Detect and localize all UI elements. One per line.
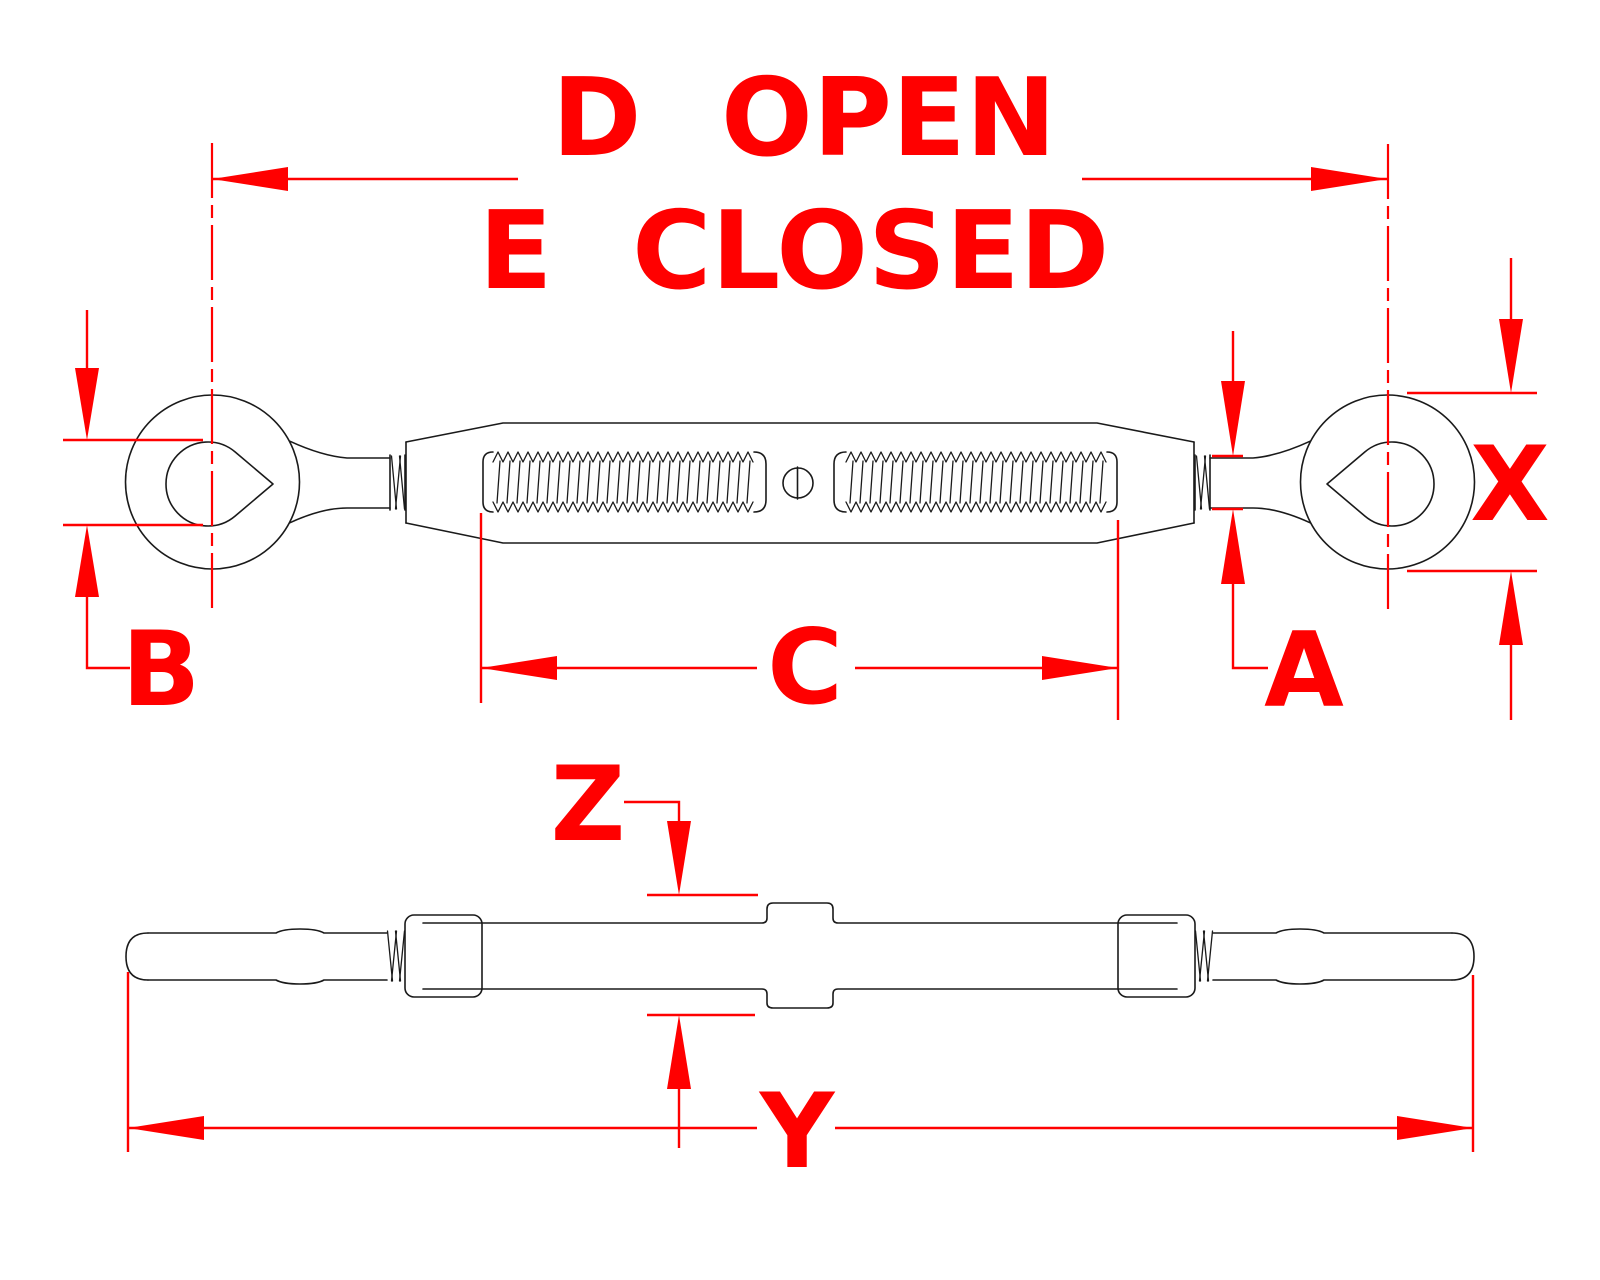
body-top-edge — [405, 422, 1195, 443]
front-right-threads — [1194, 930, 1214, 982]
front-right-collar — [1117, 914, 1196, 998]
y-extension-lines — [126, 972, 1475, 1152]
right-neck-bottom — [1209, 507, 1311, 524]
a-extension-ticks — [1212, 454, 1243, 511]
right-rod-end-cap — [833, 451, 847, 513]
b-extension-lines — [63, 438, 203, 527]
left-rod-threads — [492, 451, 754, 513]
b-leader-lines — [85, 310, 130, 670]
z-leader-lines — [624, 800, 681, 1148]
body-bottom-edge — [405, 522, 1195, 544]
dim-label-c: C — [767, 608, 843, 728]
body-end-faces — [405, 441, 1195, 524]
dim-label-e-closed: E CLOSED — [479, 189, 1110, 314]
left-stub — [389, 454, 406, 511]
x-extension-lines — [1407, 391, 1537, 573]
b-top-arrow — [75, 368, 99, 440]
left-rod-bore-cap — [482, 451, 494, 513]
dim-label-x: X — [1470, 425, 1549, 545]
z-top-arrow — [667, 821, 691, 895]
front-left-rod-cap — [125, 932, 149, 981]
c-extension-lines — [479, 513, 1120, 720]
d-e-right-arrow — [1311, 167, 1387, 191]
dimension-b: B — [63, 310, 203, 730]
front-right-rod-cap — [1451, 932, 1475, 981]
front-right-rod-top — [1212, 928, 1453, 934]
front-body-bottom — [422, 988, 1178, 1009]
dim-label-z: Z — [551, 745, 626, 865]
right-rod-bore-cap — [1106, 451, 1118, 513]
side-view — [124, 394, 1476, 570]
front-left-rod-bottom — [147, 979, 388, 985]
right-stub — [1194, 454, 1211, 511]
dim-label-d-open: D OPEN — [552, 56, 1056, 181]
front-left-threads — [386, 930, 406, 982]
dimension-z: Z — [551, 745, 758, 1148]
right-neck-top — [1209, 440, 1311, 459]
right-stub-threads — [1195, 455, 1211, 510]
left-neck-top — [289, 440, 391, 459]
a-leader-lines — [1231, 331, 1268, 670]
front-right-rod-bottom — [1212, 979, 1453, 985]
dimension-annotations: D OPEN E CLOSED B C A — [63, 56, 1550, 1192]
z-extension-lines — [647, 893, 758, 1017]
dimension-x: X — [1407, 258, 1550, 720]
y-right-arrow — [1397, 1116, 1473, 1140]
right-eye-opening — [1326, 441, 1435, 527]
left-stub-threads — [390, 455, 406, 510]
front-body-top — [422, 902, 1178, 924]
x-bottom-arrow — [1499, 571, 1523, 645]
b-bottom-arrow — [75, 525, 99, 597]
left-neck-bottom — [289, 507, 391, 524]
a-top-arrow — [1221, 381, 1245, 456]
dimension-d-e: D OPEN E CLOSED — [210, 56, 1390, 613]
z-bottom-arrow — [667, 1015, 691, 1089]
dimension-y: Y — [126, 972, 1475, 1192]
front-view — [125, 902, 1475, 1009]
c-right-arrow — [1042, 656, 1118, 680]
right-rod-threads — [845, 451, 1107, 513]
front-left-collar — [404, 914, 483, 998]
x-top-arrow — [1499, 319, 1523, 393]
dim-label-b: B — [122, 610, 201, 730]
dim-label-a: A — [1264, 611, 1344, 731]
y-left-arrow — [128, 1116, 204, 1140]
dimension-a: A — [1212, 331, 1344, 731]
dimension-c: C — [479, 513, 1120, 728]
dim-label-y: Y — [759, 1072, 836, 1192]
left-eye-opening — [165, 441, 274, 527]
c-left-arrow — [481, 656, 557, 680]
left-rod-end-cap — [753, 451, 767, 513]
a-bottom-arrow — [1221, 509, 1245, 584]
front-left-rod-top — [147, 928, 388, 934]
d-e-left-arrow — [212, 167, 288, 191]
